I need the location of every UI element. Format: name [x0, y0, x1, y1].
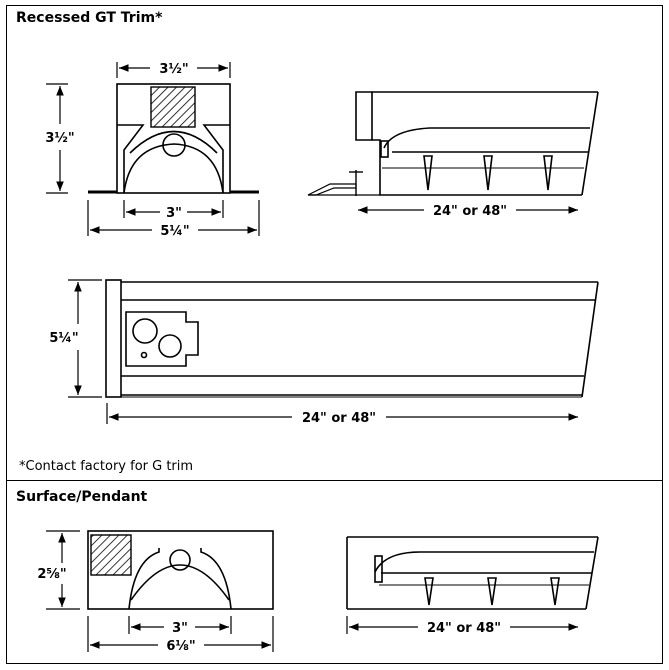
recessed-plan-dimensions	[68, 279, 578, 424]
recessed-end-height-label: 3½"	[45, 131, 74, 146]
recessed-side-length-label: 24" or 48"	[433, 204, 507, 219]
recessed-title: Recessed GT Trim*	[16, 10, 163, 26]
recessed-flange-width-label: 5¼"	[160, 224, 189, 239]
surface-end-height-label: 2⅝"	[37, 567, 66, 582]
surface-section: Surface/Pendant	[6, 480, 663, 664]
surface-end-width-label: 6⅛"	[166, 639, 195, 654]
recessed-plan-height-label: 5¼"	[49, 331, 78, 346]
recessed-plan-view	[105, 279, 599, 398]
surface-side-view	[346, 536, 599, 610]
surface-lens-width-label: 3"	[172, 621, 188, 636]
surface-side-length-label: 24" or 48"	[427, 621, 501, 636]
recessed-end-view	[88, 83, 259, 194]
recessed-lens-width-label: 3"	[166, 206, 182, 221]
surface-side-dimension	[346, 616, 578, 634]
recessed-end-dimensions	[46, 62, 260, 236]
surface-end-view	[87, 530, 274, 610]
surface-title: Surface/Pendant	[16, 489, 148, 505]
surface-end-dimensions	[46, 530, 274, 652]
recessed-plan-length-label: 24" or 48"	[302, 411, 376, 426]
recessed-footnote: *Contact factory for G trim	[19, 459, 194, 474]
recessed-end-width-label: 3½"	[159, 62, 188, 77]
recessed-side-view	[307, 91, 599, 196]
